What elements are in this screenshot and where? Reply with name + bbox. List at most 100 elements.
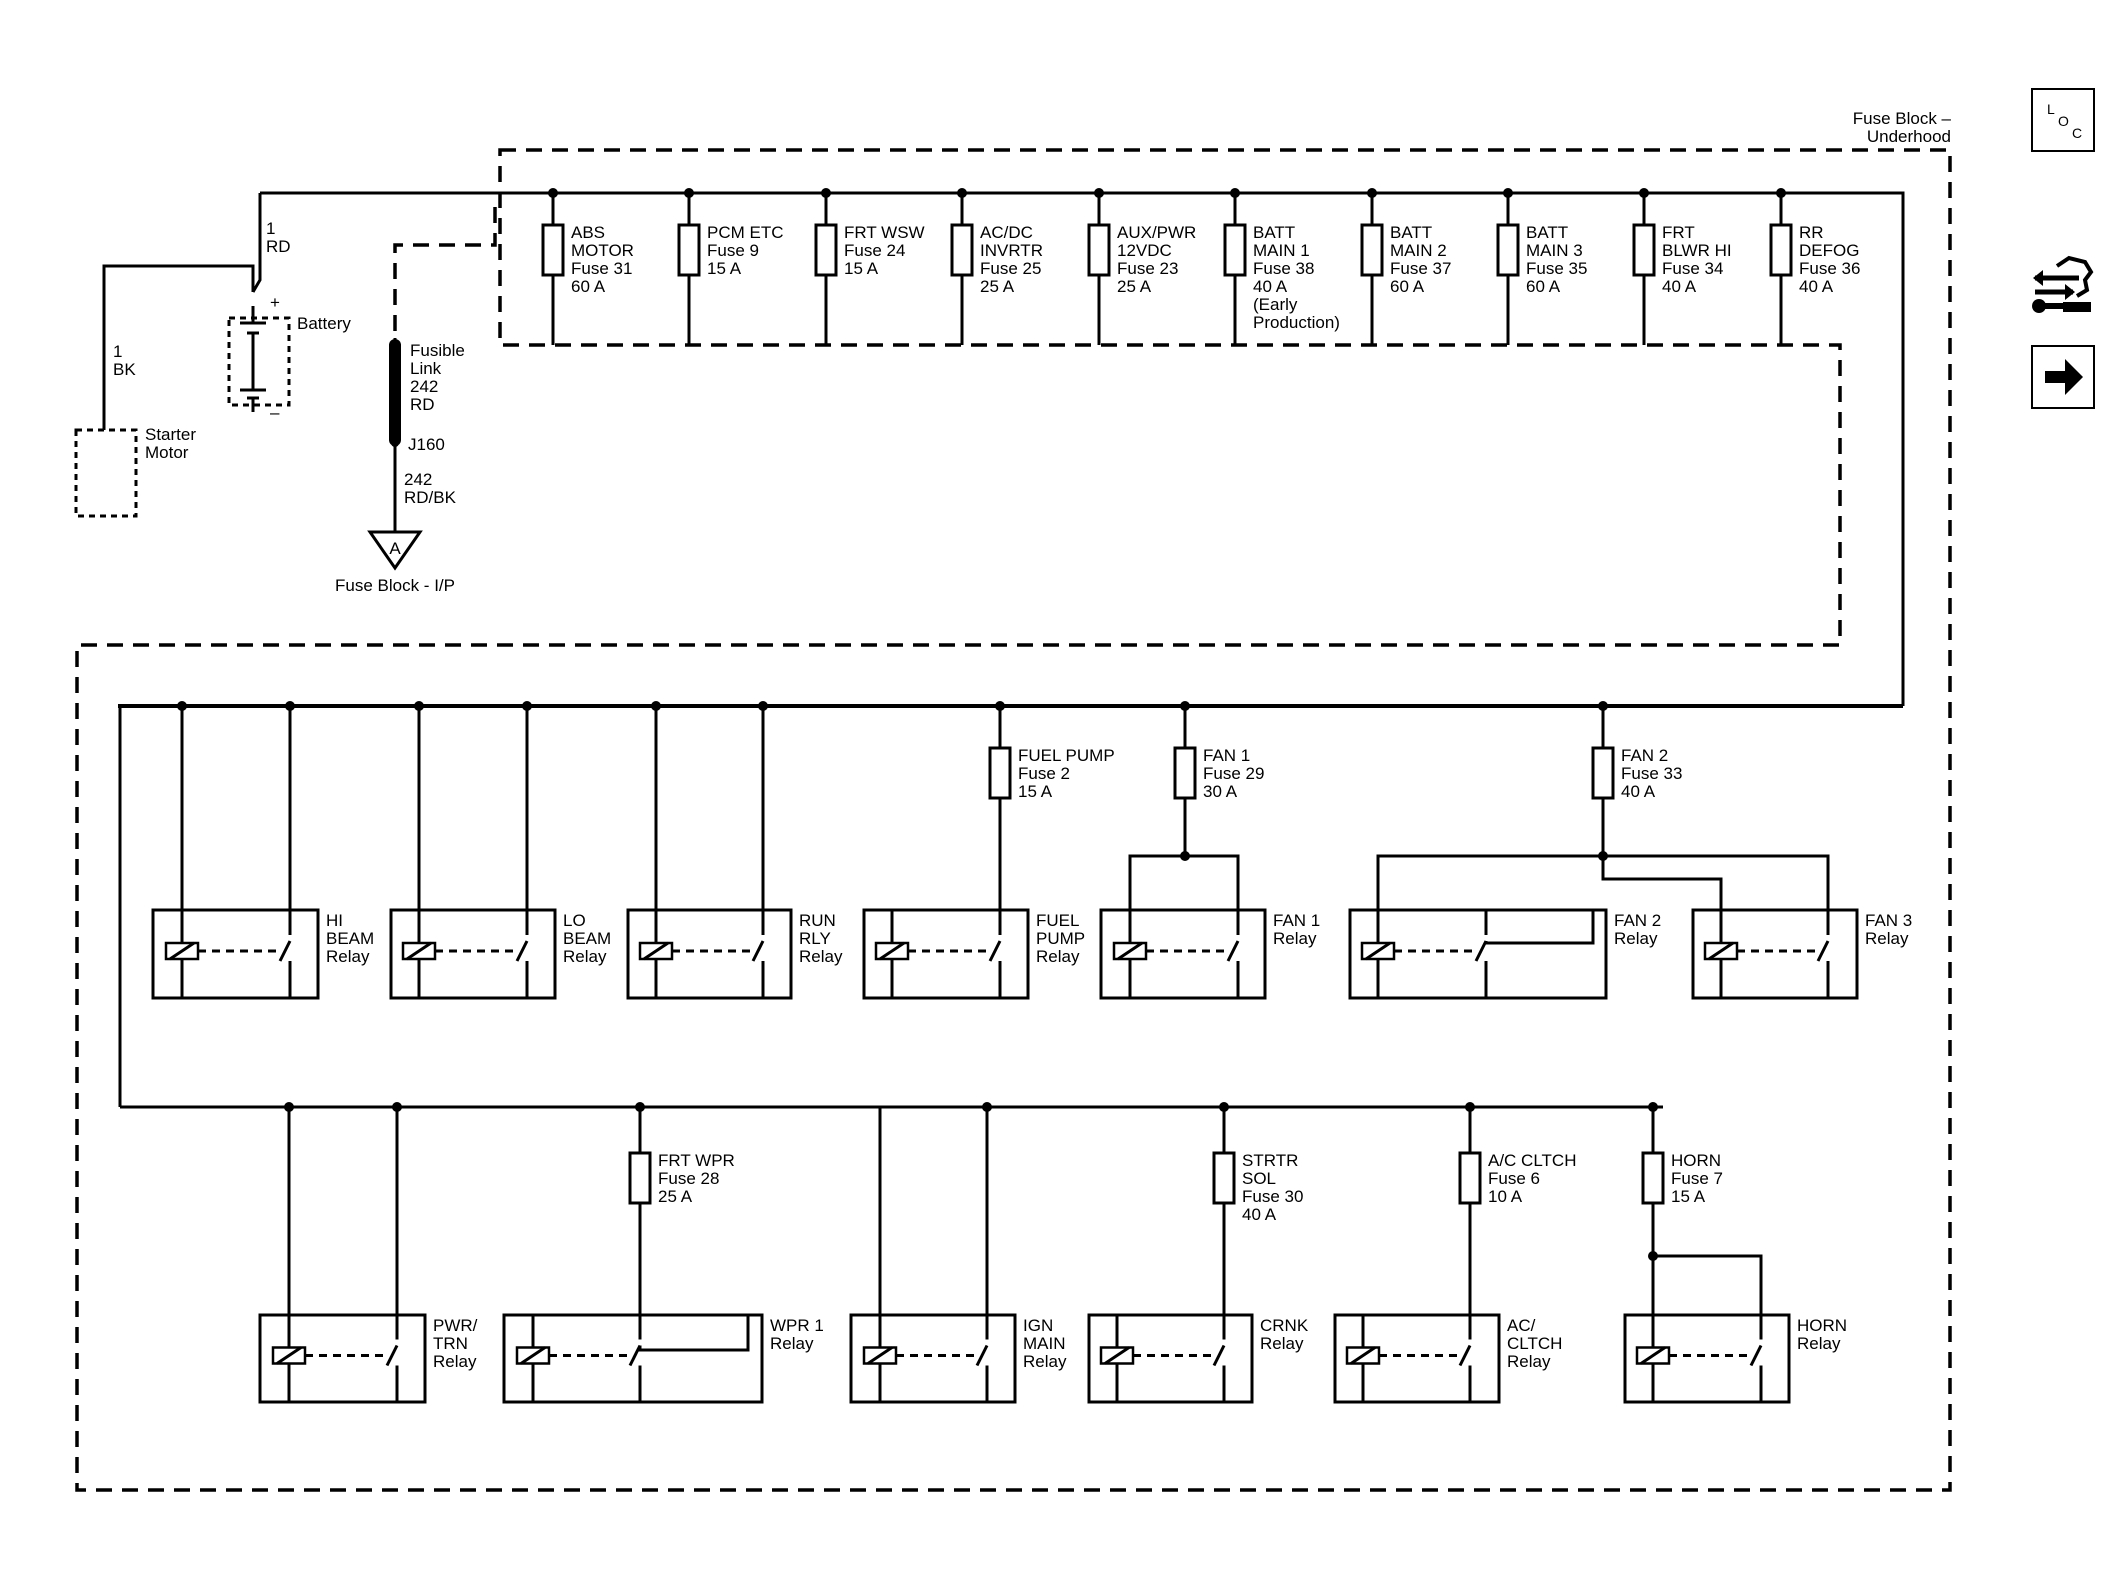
row1-relay-2-label-line-2: BEAM xyxy=(563,929,611,948)
top-fuse-10-label-line-3: Fuse 36 xyxy=(1799,259,1860,278)
junction-dot xyxy=(1367,188,1377,198)
fuse-symbol xyxy=(1212,1151,1236,1205)
junction-dot xyxy=(548,188,558,198)
row2-relay-1-label-line-2: TRN xyxy=(433,1334,468,1353)
bus-junction-dot xyxy=(1180,701,1190,711)
top-fuse-4-label-line-4: 25 A xyxy=(980,277,1015,296)
fuse-symbol xyxy=(950,223,974,277)
top-fuse-4-label-line-2: INVRTR xyxy=(980,241,1043,260)
connector-letter: A xyxy=(389,539,401,558)
top-fuse-10-label-line-2: DEFOG xyxy=(1799,241,1859,260)
row1-relay-4-label-line-1: FUEL xyxy=(1036,911,1079,930)
bus-junction-dot xyxy=(758,701,768,711)
switch-blade xyxy=(278,940,292,962)
row2-relay-3-label-line-1: IGN xyxy=(1023,1316,1053,1335)
switch-blade xyxy=(975,1344,989,1367)
row2-relay-2-label-line-2: Relay xyxy=(770,1334,814,1353)
fuse-symbol xyxy=(628,1151,652,1205)
fuse-symbol xyxy=(1223,223,1247,277)
switch-blade xyxy=(1458,1344,1472,1367)
row2-fuse-2-label-line-1: STRTR xyxy=(1242,1151,1298,1170)
coil-diagonal xyxy=(1350,1346,1376,1365)
fusible-link-wire-gauge: 242 xyxy=(404,470,432,489)
fuse-symbol xyxy=(988,746,1012,800)
fusible-link-feed xyxy=(393,207,497,345)
top-fuse-8-label-line-3: Fuse 35 xyxy=(1526,259,1587,278)
row2-relay-5-label-line-3: Relay xyxy=(1507,1352,1551,1371)
row1-relay-3-label-line-2: RLY xyxy=(799,929,831,948)
bus-junction-dot xyxy=(1598,701,1608,711)
row1-relay-3-label-line-1: RUN xyxy=(799,911,836,930)
ground-wire-color: BK xyxy=(113,360,136,379)
fuse-symbol xyxy=(1591,746,1615,800)
horn-split xyxy=(1653,1254,1763,1315)
top-fuse-10-label-line-4: 40 A xyxy=(1799,277,1834,296)
fuse-symbol xyxy=(1641,1151,1665,1205)
row1-relay-5-label-line-2: Relay xyxy=(1273,929,1317,948)
switch-blade xyxy=(1474,940,1488,962)
row1-fuse-2-label-line-3: 30 A xyxy=(1203,782,1238,801)
top-fuse-9-label-line-1: FRT xyxy=(1662,223,1695,242)
coil-diagonal xyxy=(643,941,669,961)
battery-symbol xyxy=(240,306,266,412)
fan-1-split xyxy=(1128,854,1240,910)
row1-relay-1-label-line-1: HI xyxy=(326,911,343,930)
top-fuse-7-label-line-2: MAIN 2 xyxy=(1390,241,1447,260)
location-icon: L O C xyxy=(2047,101,2082,141)
top-fuse-5-label-line-3: Fuse 23 xyxy=(1117,259,1178,278)
coil-diagonal xyxy=(1640,1346,1666,1365)
battery-positive-wire xyxy=(251,193,262,293)
row1-fuse-1-label-line-2: Fuse 2 xyxy=(1018,764,1070,783)
row2-relay-6-label-line-1: HORN xyxy=(1797,1316,1847,1335)
bus-junction-dot xyxy=(1648,1102,1658,1112)
location-button[interactable]: L O C xyxy=(2031,88,2095,152)
row1-relay-3-label-line-3: Relay xyxy=(799,947,843,966)
junction-dot xyxy=(684,188,694,198)
bus-junction-dot xyxy=(982,1102,992,1112)
connector-wrench-icon[interactable] xyxy=(2029,252,2099,326)
coil-diagonal xyxy=(520,1346,546,1365)
wiring-lines xyxy=(74,148,1952,1492)
bus-junction-dot xyxy=(1219,1102,1229,1112)
enclosure-title-line-2: Underhood xyxy=(1867,127,1951,146)
battery-plus-sign: + xyxy=(270,293,280,312)
fusible-link-label-2: Link xyxy=(410,359,442,378)
row1-relay-1-label-line-2: BEAM xyxy=(326,929,374,948)
fuse-symbol xyxy=(814,223,838,277)
top-fuse-9-label-line-2: BLWR HI xyxy=(1662,241,1732,260)
top-fuse-9-label-line-3: Fuse 34 xyxy=(1662,259,1723,278)
row2-relay-6-label-line-2: Relay xyxy=(1797,1334,1841,1353)
top-fuse-2-label-line-1: PCM ETC xyxy=(707,223,784,242)
coil-diagonal xyxy=(1365,941,1391,961)
bus-junction-dot xyxy=(392,1102,402,1112)
row2-relay-3-label-line-2: MAIN xyxy=(1023,1334,1066,1353)
row2-fuse-4-label-line-1: HORN xyxy=(1671,1151,1721,1170)
top-fuse-1-label-line-1: ABS xyxy=(571,223,605,242)
fuse-symbol xyxy=(1087,223,1111,277)
coil-diagonal xyxy=(1104,1346,1130,1365)
next-page-button[interactable] xyxy=(2031,345,2095,409)
top-fuse-7-label-line-3: Fuse 37 xyxy=(1390,259,1451,278)
row2-relay-5-label-line-2: CLTCH xyxy=(1507,1334,1562,1353)
row1-relay-2-label-line-1: LO xyxy=(563,911,586,930)
row1-fuse-2-label-line-2: Fuse 29 xyxy=(1203,764,1264,783)
bus-junction-dot xyxy=(414,701,424,711)
top-fuse-8-label-line-4: 60 A xyxy=(1526,277,1561,296)
